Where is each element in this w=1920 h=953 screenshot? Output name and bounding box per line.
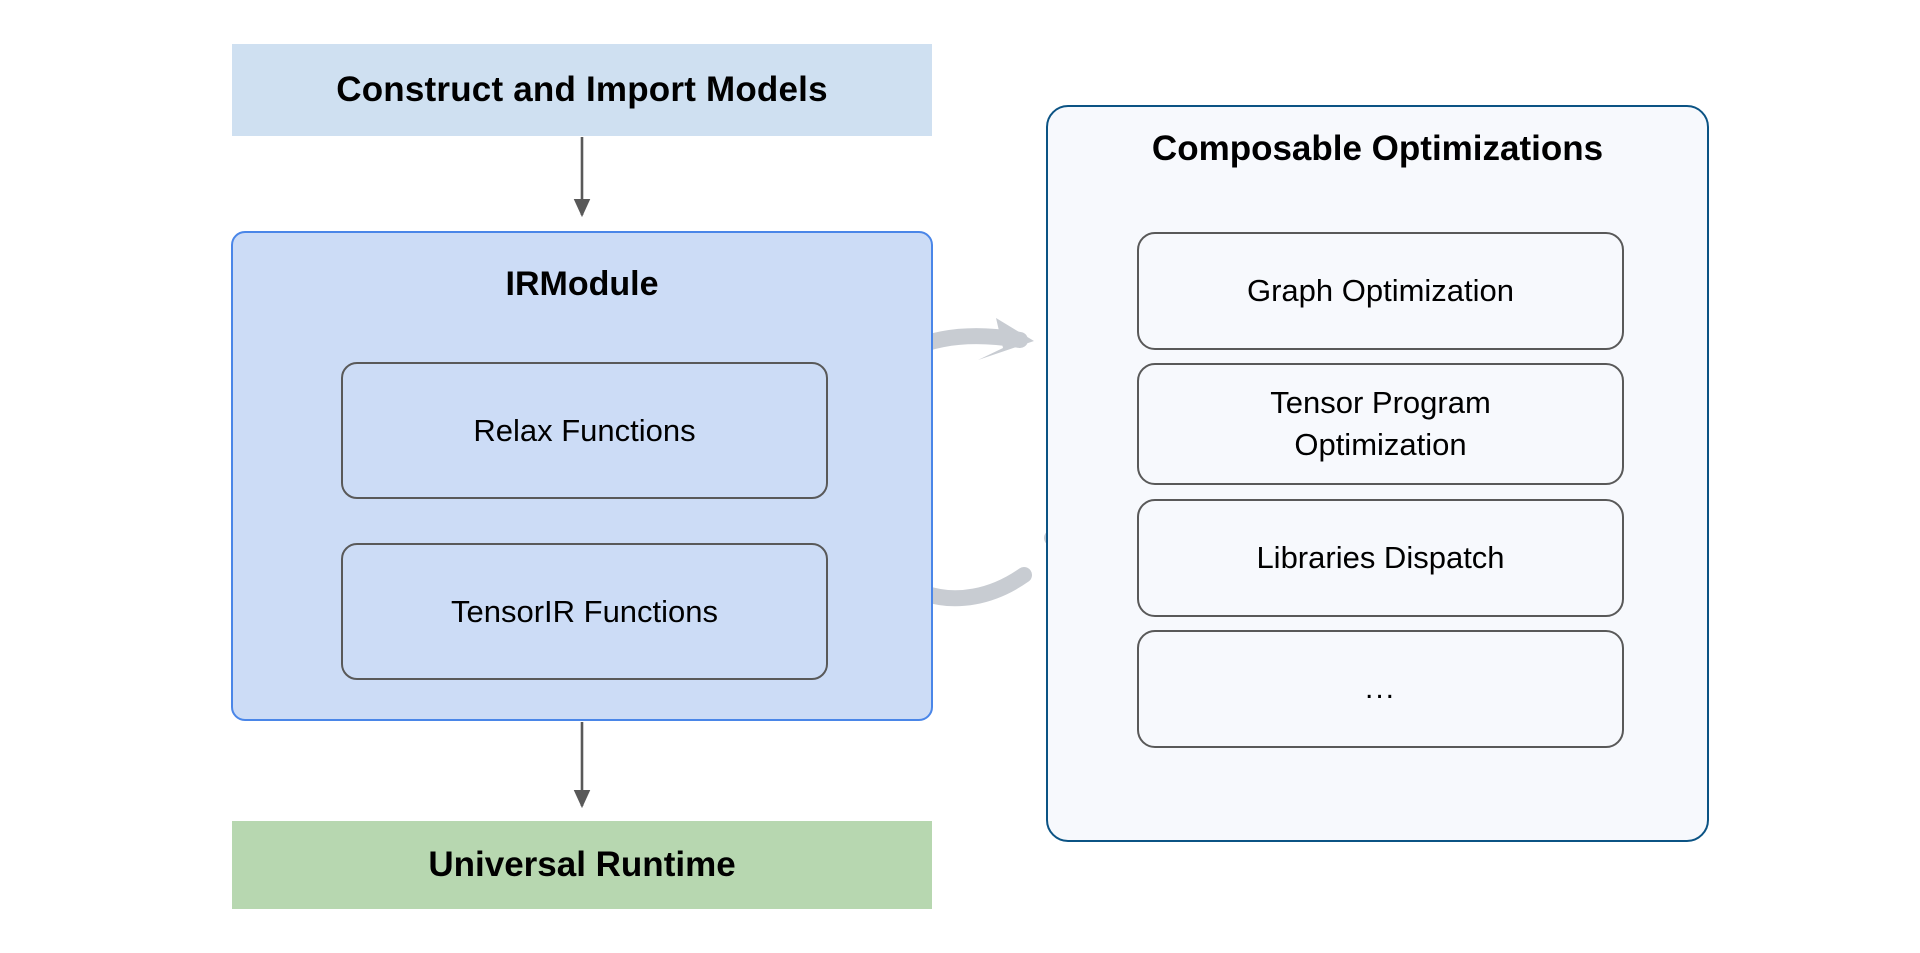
tensor-program-optimization-line2: Optimization: [1294, 427, 1467, 462]
tensor-program-optimization-line1: Tensor Program: [1270, 385, 1491, 421]
relax-functions-box: Relax Functions: [341, 362, 828, 499]
universal-runtime-banner: Universal Runtime: [232, 821, 932, 909]
libraries-dispatch-box: Libraries Dispatch: [1137, 499, 1624, 617]
tensor-program-optimization-box: Tensor Program Optimization: [1137, 363, 1624, 485]
more-optimizations-box: ...: [1137, 630, 1624, 748]
universal-runtime-label: Universal Runtime: [428, 845, 736, 884]
tensor-program-optimization-label: Tensor Program Optimization: [1270, 382, 1491, 466]
composable-optimizations-panel: Composable Optimizations Graph Optimizat…: [1046, 105, 1709, 842]
irmodule-title: IRModule: [505, 265, 659, 303]
tensorir-functions-label: TensorIR Functions: [450, 593, 719, 629]
construct-and-import-models-label: Construct and Import Models: [336, 70, 828, 109]
relax-functions-label: Relax Functions: [473, 412, 696, 448]
more-optimizations-label: ...: [1364, 671, 1396, 705]
tensorir-functions-box: TensorIR Functions: [341, 543, 828, 680]
graph-optimization-label: Graph Optimization: [1246, 273, 1515, 309]
irmodule-container: IRModule Relax Functions TensorIR Functi…: [231, 231, 933, 721]
composable-optimizations-title: Composable Optimizations: [1151, 129, 1604, 168]
construct-and-import-models-banner: Construct and Import Models: [232, 44, 932, 136]
graph-optimization-box: Graph Optimization: [1137, 232, 1624, 350]
libraries-dispatch-label: Libraries Dispatch: [1256, 540, 1505, 576]
